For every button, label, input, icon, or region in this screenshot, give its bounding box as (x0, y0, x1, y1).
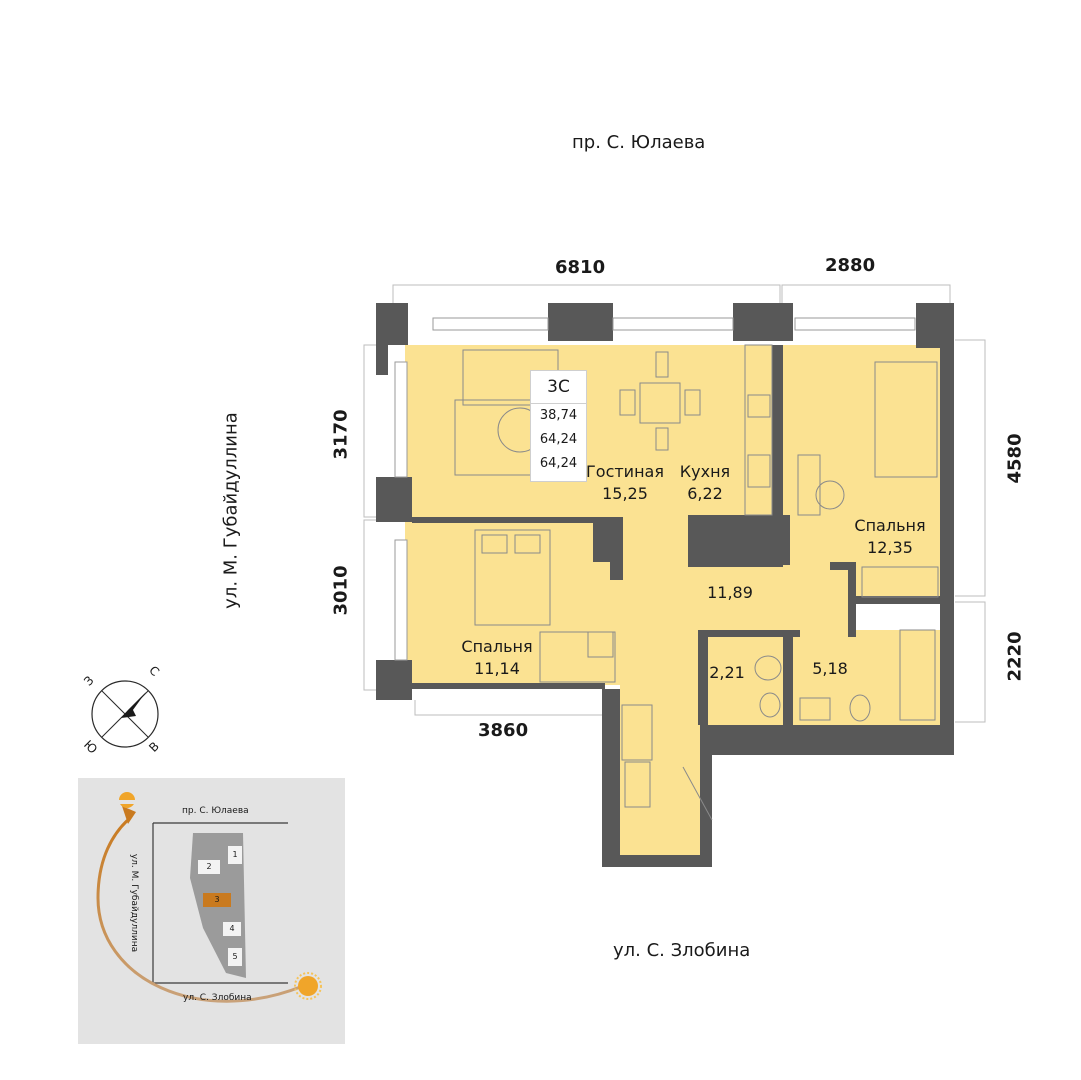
dim-top-left: 6810 (555, 257, 606, 278)
building-2: 2 (198, 860, 220, 874)
compass-needle-icon (121, 708, 136, 718)
room-kitchen-name: Кухня (679, 462, 731, 481)
sun-icon (106, 792, 148, 808)
minimap-street-bottom: ул. С. Злобина (183, 993, 252, 1003)
room-kitchen-area: 6,22 (687, 484, 723, 503)
sun-icon (294, 972, 322, 1000)
room-wc: 2,21 (702, 662, 752, 684)
room-bedroom-right-name: Спальня (854, 516, 926, 535)
room-wc-area: 2,21 (709, 663, 745, 682)
room-kitchen: Кухня 6,22 (670, 461, 740, 505)
dimension-lines (363, 284, 986, 723)
area-living: 38,74 (539, 408, 578, 423)
room-living-name: Гостиная (586, 462, 664, 481)
sun-path-arc (96, 816, 304, 1003)
room-living: Гостиная 15,25 (580, 461, 670, 505)
compass (91, 680, 159, 748)
sun-path-arrow-icon (122, 806, 136, 824)
room-bathroom-area: 5,18 (812, 659, 848, 678)
building-4: 4 (223, 922, 241, 936)
building-5: 5 (228, 948, 242, 966)
apartment-type: 3С (531, 371, 586, 404)
dim-bottom-left: 3860 (478, 720, 529, 741)
minimap-street-top: пр. С. Юлаева (182, 806, 249, 816)
compass-circle (91, 680, 159, 748)
dim-top-right: 2880 (825, 255, 876, 276)
site-minimap: пр. С. Юлаева ул. С. Злобина ул. М. Губа… (78, 778, 345, 1044)
windows (394, 317, 916, 661)
apartment-info-box: 3С 38,74 64,24 64,24 (530, 370, 587, 482)
building-3: 3 (203, 893, 231, 907)
room-bathroom: 5,18 (805, 658, 855, 680)
building-1: 1 (228, 846, 242, 864)
area-total: 64,24 (539, 432, 578, 447)
walls (376, 303, 954, 867)
minimap-street-left: ул. М. Губайдуллина (129, 853, 139, 953)
room-bedroom-right: Спальня 12,35 (845, 515, 935, 559)
room-bedroom-right-area: 12,35 (867, 538, 913, 557)
minimap-drawing (96, 792, 322, 1003)
compass-needle-icon (121, 692, 146, 718)
street-top-label: пр. С. Юлаева (572, 132, 706, 153)
room-bedroom-left: Спальня 11,14 (452, 636, 542, 680)
area-total-balcony: 64,24 (539, 456, 578, 471)
street-bottom-label: ул. С. Злобина (613, 940, 751, 961)
room-bedroom-left-name: Спальня (461, 637, 533, 656)
room-living-area: 15,25 (602, 484, 648, 503)
room-hallway: 11,89 (695, 582, 765, 604)
room-bedroom-left-area: 11,14 (474, 659, 520, 678)
room-hallway-area: 11,89 (707, 583, 753, 602)
